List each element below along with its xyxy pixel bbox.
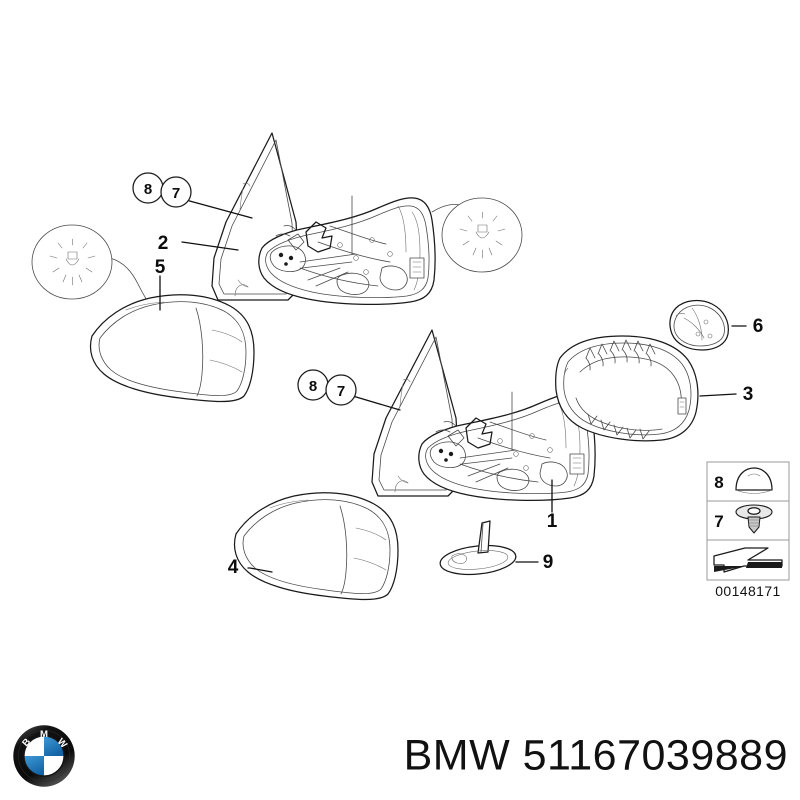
- callout-7-lower: 7: [325, 374, 357, 406]
- callout-4: 4: [228, 557, 239, 578]
- detail-bubble-left: [31, 224, 159, 313]
- part-lower-mirror-housing: [418, 391, 596, 502]
- part-small-cap: [669, 299, 730, 351]
- torx-screw-icon: [735, 504, 773, 534]
- callout-9: 9: [543, 552, 554, 573]
- brand-bar: B M W BMW 51167039889: [0, 712, 800, 800]
- diagram-number: 00148171: [715, 583, 781, 599]
- svg-text:M: M: [40, 729, 48, 740]
- dome-cap-icon: [735, 467, 773, 494]
- part-oval-grommet: [439, 520, 517, 576]
- callout-1: 1: [547, 511, 558, 532]
- callout-3: 3: [743, 384, 754, 405]
- callout-label: 8: [144, 181, 152, 198]
- callout-8-lower: 8: [297, 369, 329, 401]
- callout-label: 8: [309, 378, 317, 395]
- detail-bubble-right: [431, 197, 523, 273]
- legend-box: 8 7: [706, 461, 790, 581]
- part-upper-cover-cap: [89, 294, 255, 403]
- leader-lines-upper: [159, 199, 253, 311]
- arrow-icon: [713, 547, 783, 573]
- callout-2: 2: [158, 233, 169, 254]
- part-upper-mirror-housing: [258, 195, 436, 306]
- callout-7-upper: 7: [160, 176, 192, 208]
- part-mirror-bezel: [555, 335, 699, 442]
- callout-label: 7: [337, 383, 345, 400]
- brand-part-number: BMW 51167039889: [403, 731, 788, 780]
- callout-label: 7: [172, 185, 180, 202]
- lamp-icon: [49, 238, 96, 286]
- leader-3: [699, 393, 737, 397]
- lamp-icon: [459, 211, 506, 259]
- part-lower-cover-cap: [233, 492, 399, 601]
- legend-number-7: 7: [714, 512, 723, 531]
- legend-number-8: 8: [714, 473, 723, 492]
- bmw-roundel-icon: B M W: [13, 725, 75, 787]
- callout-6: 6: [753, 316, 764, 337]
- callout-5: 5: [155, 257, 166, 278]
- callout-8-upper: 8: [132, 172, 164, 204]
